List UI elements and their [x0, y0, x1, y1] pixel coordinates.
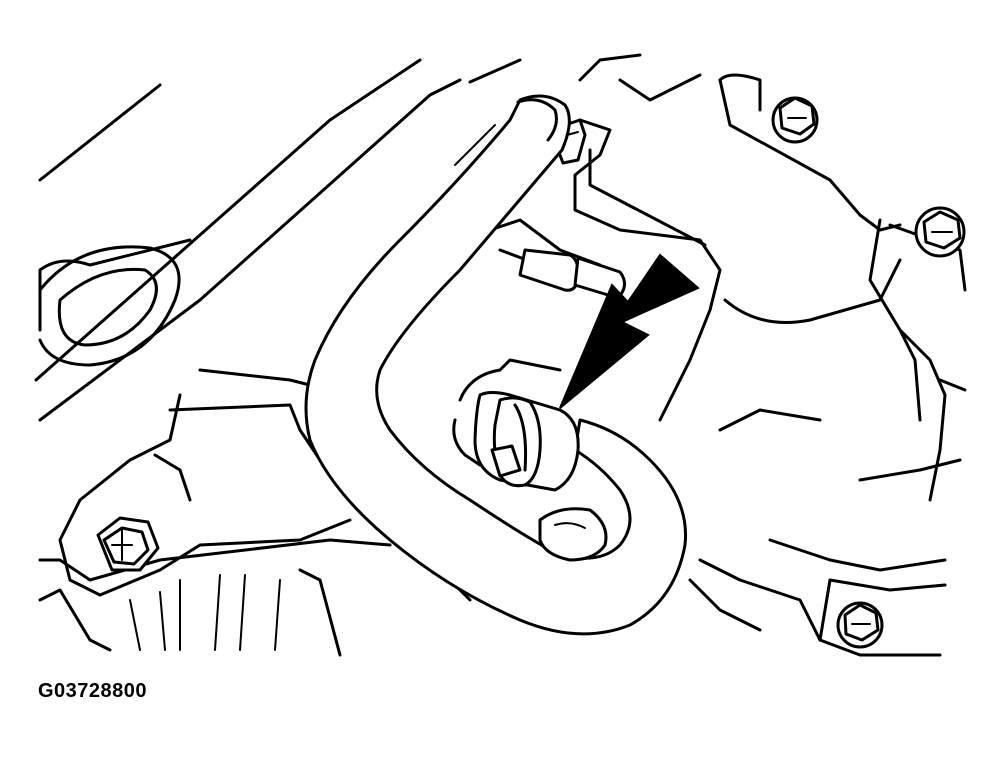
figure-code: G03728800 — [38, 680, 148, 702]
pointer-arrow — [560, 255, 698, 408]
lower-pipe-stub — [540, 509, 606, 560]
bolt-left — [98, 518, 158, 570]
oval-port — [40, 247, 179, 365]
bolt-bottom-right — [838, 603, 882, 647]
hose-clamp-fitting — [454, 360, 578, 490]
mount-bracket — [60, 395, 350, 595]
right-housing — [690, 75, 965, 655]
coolant-hose — [306, 96, 686, 634]
bolt-top-right — [773, 98, 817, 142]
bolt-right — [916, 208, 964, 256]
